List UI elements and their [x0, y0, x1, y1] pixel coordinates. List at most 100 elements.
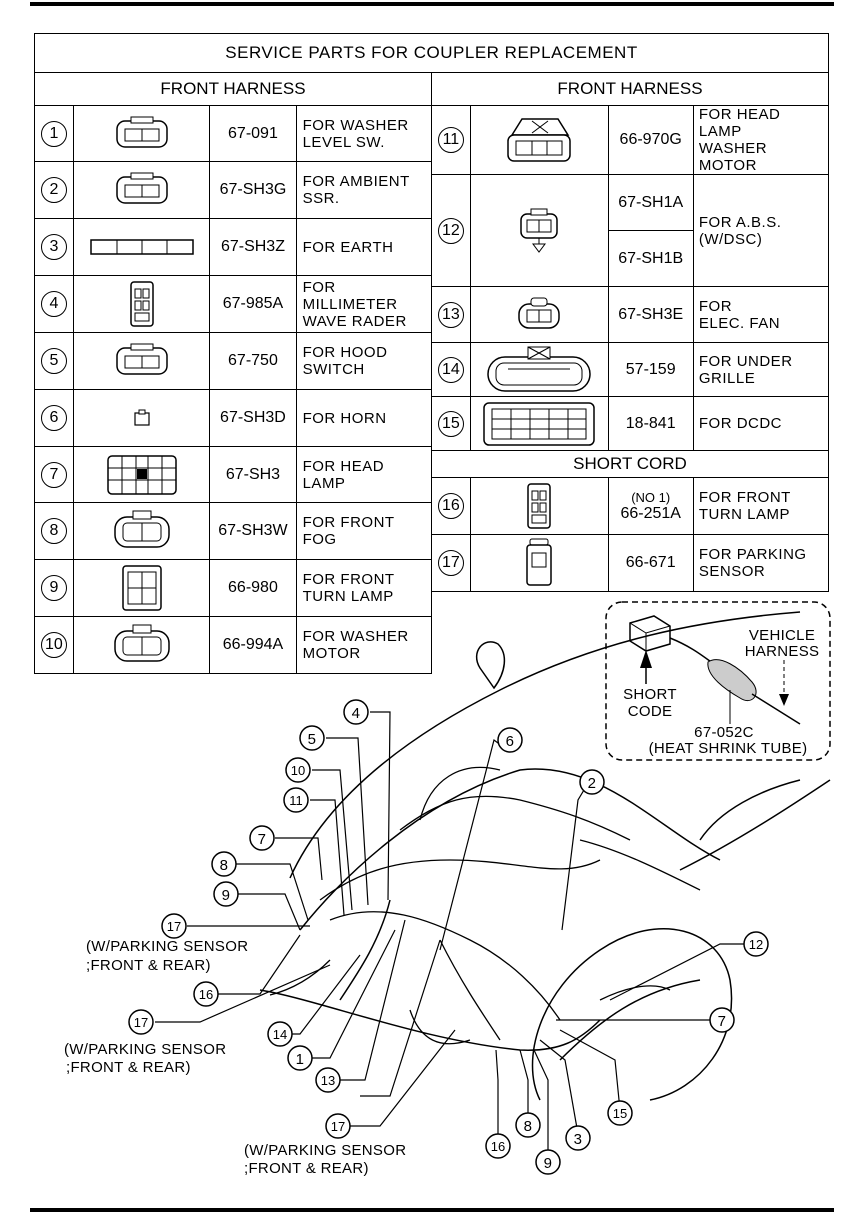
- parking-sensor-connector-icon: [469, 534, 609, 592]
- callout-17: 17: [128, 1009, 154, 1035]
- svg-text:3: 3: [574, 1131, 583, 1148]
- wide-grid-connector-icon: [469, 396, 609, 451]
- top-rule: [30, 2, 834, 6]
- callout-2: 2: [579, 769, 605, 795]
- round-coupler-icon: [72, 502, 211, 560]
- part-number: 66-970G: [607, 105, 694, 175]
- short-code-label-2: CODE: [628, 703, 673, 720]
- row-number-cell: 14: [431, 342, 471, 397]
- item-number: 2: [40, 177, 67, 203]
- two-pin-coupler-icon: [72, 161, 211, 219]
- svg-text:12: 12: [749, 937, 763, 952]
- vehicle-harness-label-2: HARNESS: [745, 643, 820, 660]
- callout-5: 5: [299, 725, 325, 751]
- two-pin-coupler-icon: [72, 332, 211, 390]
- harness-diagram: SHORT CODE VEHICLE HARNESS 67-052C (HEAT…: [64, 601, 831, 1177]
- callout-13: 13: [315, 1067, 341, 1093]
- svg-text:17: 17: [134, 1015, 148, 1030]
- left-header: FRONT HARNESS: [34, 72, 432, 106]
- svg-text:6: 6: [506, 733, 515, 750]
- heat-shrink-tube-icon: [707, 659, 757, 702]
- row-number-cell: 1: [34, 105, 74, 162]
- abs-coupler-icon: [469, 174, 609, 287]
- svg-text:1: 1: [296, 1051, 305, 1068]
- heat-shrink-part: 67-052C: [694, 724, 754, 741]
- flat-connector-icon: [72, 218, 211, 276]
- row-number-cell: 16: [431, 477, 471, 535]
- vertical-connector-icon: [469, 477, 609, 535]
- part-description: FOR A.B.S.(W/DSC): [692, 174, 830, 287]
- part-number: 67-SH3: [209, 446, 297, 503]
- svg-text:11: 11: [289, 793, 303, 808]
- item-number: 15: [437, 410, 464, 437]
- row-number-cell: 5: [34, 332, 74, 390]
- row-number-cell: 12: [431, 174, 471, 287]
- item-number: 10: [40, 632, 67, 658]
- bottom-rule: [30, 1208, 834, 1212]
- item-number: 5: [40, 348, 67, 374]
- svg-text:17: 17: [331, 1119, 345, 1134]
- row-number-cell: 7: [34, 446, 74, 503]
- oval-connector-icon: [469, 342, 609, 397]
- part-number: (NO 1)66-251A: [607, 477, 694, 535]
- two-pin-coupler-icon: [72, 105, 211, 162]
- svg-text:4: 4: [352, 705, 361, 722]
- page-title: SERVICE PARTS FOR COUPLER REPLACEMENT: [34, 33, 829, 73]
- svg-text:15: 15: [613, 1106, 627, 1121]
- callout-11: 11: [283, 787, 309, 813]
- part-number: 67-SH3D: [209, 389, 297, 447]
- callout-8: 8: [515, 1112, 541, 1138]
- svg-text:5: 5: [308, 731, 317, 748]
- part-number: 67-SH3G: [209, 161, 297, 219]
- heat-shrink-note: (HEAT SHRINK TUBE): [649, 740, 808, 757]
- vehicle-harness-label-1: VEHICLE: [749, 627, 815, 644]
- callout-15: 15: [607, 1100, 633, 1126]
- short-code-connector-icon: [629, 615, 671, 652]
- harness-wires: [269, 766, 701, 1045]
- part-number: 67-985A: [209, 275, 297, 333]
- part-number: 18-841: [607, 396, 694, 451]
- single-pin-icon: [72, 389, 211, 447]
- item-number: 17: [437, 550, 464, 576]
- svg-text:17: 17: [167, 919, 181, 934]
- callout-12: 12: [743, 931, 769, 957]
- row-number-cell: 11: [431, 105, 471, 175]
- row-number-cell: 10: [34, 616, 74, 674]
- callout-9: 9: [213, 881, 239, 907]
- leader-lines: [155, 711, 754, 1158]
- item-number: 14: [437, 356, 464, 383]
- svg-text:16: 16: [199, 987, 213, 1002]
- item-number: 13: [437, 301, 464, 328]
- parking-note-1-line2: ;FRONT & REAR): [86, 957, 211, 974]
- part-number: 67-750: [209, 332, 297, 390]
- row-number-cell: 17: [431, 534, 471, 592]
- lever-coupler-icon: [469, 105, 609, 175]
- part-number: 67-SH3E: [607, 286, 694, 343]
- item-number: 7: [40, 461, 67, 488]
- item-number: 1: [40, 120, 67, 147]
- part-number: 67-SH1B: [607, 230, 694, 287]
- part-number: 57-159: [607, 342, 694, 397]
- callout-17: 17: [325, 1113, 351, 1139]
- item-number: 3: [40, 234, 67, 260]
- part-description: FOR EARTH: [295, 218, 433, 276]
- item-number: 12: [437, 217, 464, 244]
- row-number-cell: 6: [34, 389, 74, 447]
- item-number: 11: [437, 127, 464, 153]
- callout-7: 7: [709, 1007, 735, 1033]
- part-description: FOR HORN: [295, 389, 433, 447]
